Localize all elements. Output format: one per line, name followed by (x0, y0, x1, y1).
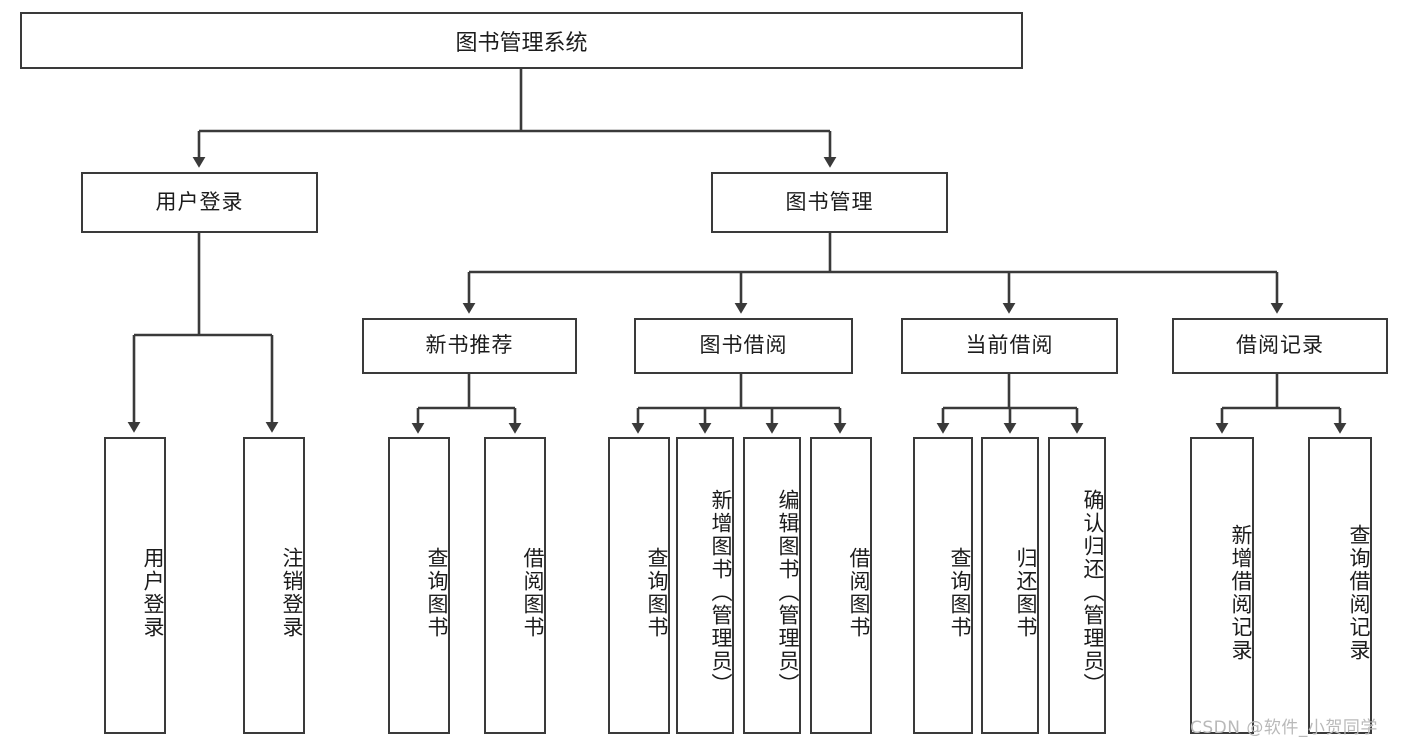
node-label: 归还图书 (1014, 546, 1038, 639)
leaf-logout[interactable]: 注销登录 (243, 437, 305, 734)
node-label: 用户登录 (141, 546, 165, 639)
node-label: 查询图书 (645, 546, 669, 639)
leaf-borrow-book-recommend[interactable]: 借阅图书 (484, 437, 546, 734)
leaf-query-borrow-record[interactable]: 查询借阅记录 (1308, 437, 1372, 734)
leaf-query-book[interactable]: 查询图书 (608, 437, 670, 734)
node-label: 借阅图书 (847, 546, 871, 639)
node-label: 借阅图书 (521, 546, 545, 639)
leaf-query-book-current[interactable]: 查询图书 (913, 437, 973, 734)
node-label: 查询借阅记录 (1347, 523, 1371, 662)
node-label: 新增借阅记录 (1229, 523, 1253, 662)
node-label: 用户登录 (155, 189, 244, 214)
leaf-add-book-admin[interactable]: 新增图书（管理员） (676, 437, 734, 734)
leaf-query-book-recommend[interactable]: 查询图书 (388, 437, 450, 734)
node-label: 当前借阅 (965, 333, 1054, 358)
leaf-edit-book-admin[interactable]: 编辑图书（管理员） (743, 437, 801, 734)
node-root-system[interactable]: 图书管理系统 (20, 12, 1023, 69)
node-label: 借阅记录 (1236, 333, 1324, 358)
node-book-borrow[interactable]: 图书借阅 (634, 318, 853, 374)
leaf-borrow-book[interactable]: 借阅图书 (810, 437, 872, 734)
node-label: 图书管理 (785, 189, 874, 214)
node-new-book-recommend[interactable]: 新书推荐 (362, 318, 577, 374)
node-book-management[interactable]: 图书管理 (711, 172, 948, 233)
node-current-borrow[interactable]: 当前借阅 (901, 318, 1118, 374)
node-label: 图书借阅 (699, 333, 788, 358)
leaf-add-borrow-record[interactable]: 新增借阅记录 (1190, 437, 1254, 734)
leaf-confirm-return-admin[interactable]: 确认归还（管理员） (1048, 437, 1106, 734)
node-user-login[interactable]: 用户登录 (81, 172, 318, 233)
node-label: 查询图书 (425, 546, 449, 639)
node-label: 编辑图书（管理员） (776, 489, 800, 696)
node-label: 确认归还（管理员） (1081, 489, 1105, 696)
node-label: 新书推荐 (425, 333, 514, 358)
watermark: CSDN @软件_小贺同学 (1190, 718, 1378, 738)
leaf-return-book[interactable]: 归还图书 (981, 437, 1039, 734)
node-borrow-record[interactable]: 借阅记录 (1172, 318, 1388, 374)
node-label: 新增图书（管理员） (709, 489, 733, 696)
node-label: 查询图书 (948, 546, 972, 639)
node-label: 图书管理系统 (455, 30, 588, 56)
node-label: 注销登录 (280, 546, 304, 639)
leaf-user-login[interactable]: 用户登录 (104, 437, 166, 734)
